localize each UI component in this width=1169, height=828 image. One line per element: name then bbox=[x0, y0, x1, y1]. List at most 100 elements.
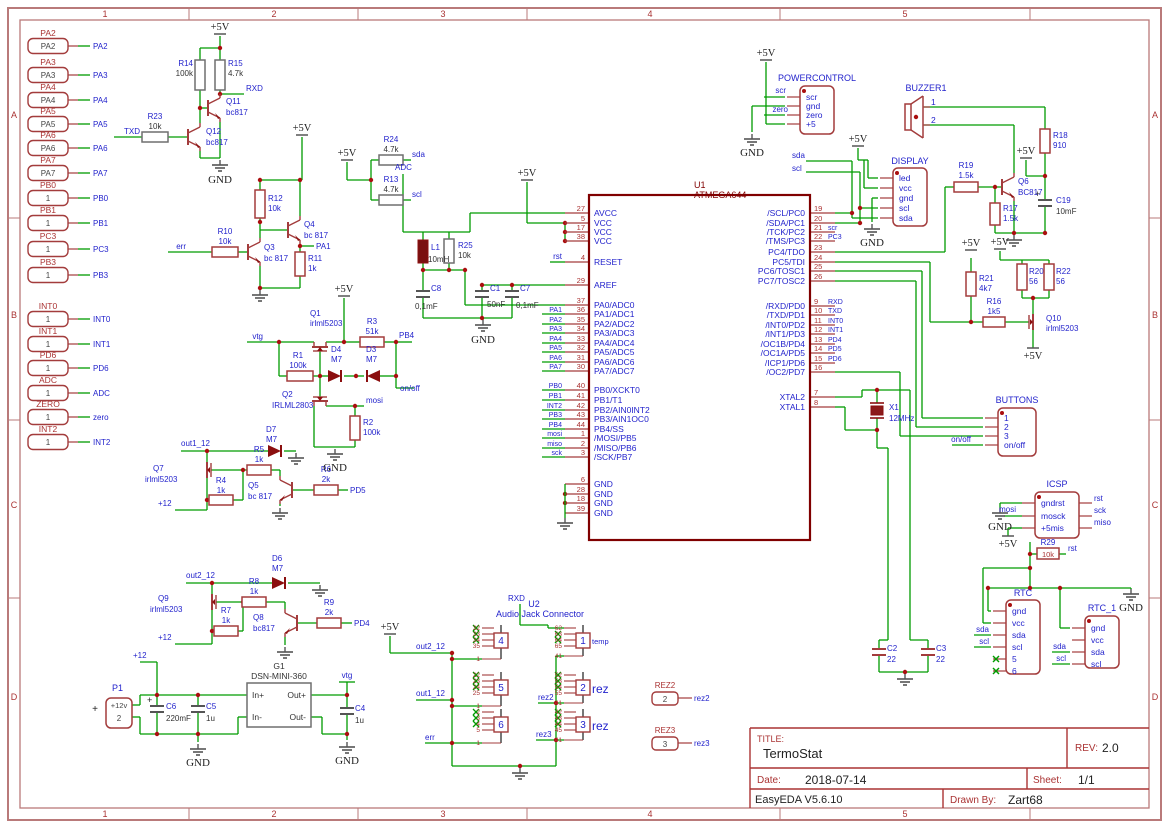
ref-Q10[interactable]: Q10 bbox=[1046, 314, 1062, 323]
resistor-R25[interactable] bbox=[443, 238, 455, 264]
mcu-pin-num[interactable]: 40 bbox=[577, 381, 585, 390]
connector-display[interactable] bbox=[892, 167, 928, 227]
net-label[interactable]: INT0 bbox=[828, 318, 843, 325]
plus5v-flag[interactable]: +5V bbox=[293, 123, 312, 134]
mcu-pin-num[interactable]: 6 bbox=[581, 475, 585, 484]
mcu-pin-name[interactable]: PA1/ADC1 bbox=[594, 309, 635, 319]
port-name[interactable]: PB0 bbox=[40, 180, 56, 190]
port-pin[interactable]: PA7 bbox=[41, 169, 56, 178]
mcu-ref[interactable]: U1 bbox=[694, 180, 706, 190]
net-label[interactable]: PD6 bbox=[828, 356, 842, 363]
val-R5[interactable]: 1k bbox=[255, 455, 264, 464]
plus5v-flag[interactable]: +5V bbox=[211, 22, 230, 33]
jack-tag[interactable]: rez bbox=[592, 719, 609, 733]
jack-pin[interactable]: 23 bbox=[473, 678, 481, 685]
net-label[interactable]: rez3 bbox=[536, 730, 552, 739]
connector-title-p1[interactable]: P1 bbox=[112, 683, 123, 693]
net-label[interactable]: vtg bbox=[342, 671, 353, 680]
net-label[interactable]: +12 bbox=[133, 651, 147, 660]
resistor-R18[interactable] bbox=[1039, 128, 1051, 154]
module-G1[interactable] bbox=[246, 682, 312, 728]
mcu-pin-name[interactable]: /OC1B/PD4 bbox=[761, 339, 806, 349]
plus5v-flag[interactable]: +5V bbox=[338, 148, 357, 159]
mcu-pin-name[interactable]: /SDA/PC1 bbox=[766, 218, 805, 228]
connector-title-powercontrol[interactable]: POWERCONTROL bbox=[778, 73, 856, 83]
connector-pin[interactable]: scl bbox=[899, 203, 910, 213]
resistor-R20[interactable] bbox=[1016, 263, 1028, 291]
ref-R5[interactable]: R5 bbox=[254, 445, 265, 454]
port-pin[interactable]: PA5 bbox=[41, 120, 56, 129]
port-name[interactable]: INT2 bbox=[39, 424, 58, 434]
polarity-plus[interactable]: + bbox=[1035, 189, 1040, 199]
val-R21[interactable]: 4k7 bbox=[979, 284, 992, 293]
port-name[interactable]: PA3 bbox=[40, 57, 56, 67]
connector-pin[interactable]: mosck bbox=[1041, 511, 1066, 521]
plus5v-flag[interactable]: +5V bbox=[849, 134, 868, 145]
port-PA3[interactable] bbox=[27, 66, 69, 84]
port-PA5[interactable] bbox=[27, 115, 69, 133]
jack-number[interactable]: 2 bbox=[580, 683, 586, 694]
val-Q2[interactable]: IRLML2803 bbox=[272, 401, 314, 410]
net-label[interactable]: PD4 bbox=[354, 619, 370, 628]
ref-D4[interactable]: D4 bbox=[331, 345, 342, 354]
mcu-pin-num[interactable]: 24 bbox=[814, 253, 822, 262]
ref-C19[interactable]: C19 bbox=[1056, 196, 1071, 205]
resistor-R21[interactable] bbox=[965, 271, 977, 297]
mcu-pin-name[interactable]: GND bbox=[594, 508, 613, 518]
port-pin[interactable]: 1 bbox=[46, 315, 51, 324]
jack-common[interactable]: 1 bbox=[476, 656, 480, 663]
port-name[interactable]: INT1 bbox=[39, 326, 58, 336]
val-R29[interactable]: 10k bbox=[1042, 550, 1054, 559]
port-pin[interactable]: 1 bbox=[46, 219, 51, 228]
resistor-R7[interactable] bbox=[213, 625, 239, 637]
jack-common[interactable]: 41 bbox=[555, 700, 563, 707]
mcu-pin-num[interactable]: 16 bbox=[814, 363, 822, 372]
connector-title-buttons[interactable]: BUTTONS bbox=[996, 395, 1039, 405]
resistor-R3[interactable] bbox=[359, 336, 385, 348]
port-pin[interactable]: PA2 bbox=[41, 42, 56, 51]
net-label[interactable]: vtg bbox=[252, 332, 263, 341]
resistor-R15[interactable] bbox=[214, 59, 226, 91]
ref-R7[interactable]: R7 bbox=[221, 606, 232, 615]
port-REZ2[interactable] bbox=[651, 691, 679, 706]
port-pin[interactable]: 1 bbox=[46, 271, 51, 280]
connector-pin[interactable]: +5mis bbox=[1041, 523, 1064, 533]
labels-layer[interactable]: +5V+5V+5V+5V+5V+5V+5V+5V+5V+5V+5V+5V+5VG… bbox=[93, 22, 1143, 769]
val-R25[interactable]: 10k bbox=[458, 251, 472, 260]
ref-R16[interactable]: R16 bbox=[987, 297, 1002, 306]
val-D3[interactable]: M7 bbox=[366, 355, 378, 364]
ref-R17[interactable]: R17 bbox=[1003, 204, 1018, 213]
plus5v-flag[interactable]: +5V bbox=[1017, 146, 1036, 157]
resistor-R6[interactable] bbox=[313, 484, 339, 496]
mcu-pin-num[interactable]: 2 bbox=[581, 439, 585, 448]
net-label[interactable]: err bbox=[176, 242, 186, 251]
gnd-flag[interactable]: GND bbox=[988, 521, 1012, 533]
port-pin[interactable]: 1 bbox=[46, 389, 51, 398]
val-R20[interactable]: 56 bbox=[1029, 277, 1038, 286]
plus5v-flag[interactable]: +5V bbox=[335, 284, 354, 295]
resistor-R9[interactable] bbox=[316, 617, 342, 629]
bjt-Q5[interactable] bbox=[280, 495, 285, 501]
ref-C3[interactable]: C3 bbox=[936, 644, 947, 653]
jack-pin[interactable]: 3 bbox=[476, 715, 480, 722]
port-name[interactable]: PC3 bbox=[40, 231, 57, 241]
connector-pin[interactable]: sda bbox=[1091, 647, 1105, 657]
ref-C6[interactable]: C6 bbox=[166, 702, 177, 711]
net-label[interactable]: INT1 bbox=[93, 340, 111, 349]
connector-pin[interactable]: vcc bbox=[1091, 635, 1105, 645]
port-name[interactable]: PA5 bbox=[40, 106, 56, 116]
port-pin[interactable]: 1 bbox=[46, 438, 51, 447]
mcu-pin-name[interactable]: PA5/ADC5 bbox=[594, 347, 635, 357]
jack-pin[interactable]: 55 bbox=[555, 690, 563, 697]
connector-icsp[interactable] bbox=[1034, 491, 1080, 539]
resistor-R17[interactable] bbox=[989, 202, 1001, 226]
jack-pin[interactable]: 64 bbox=[555, 637, 563, 644]
mcu-pin-name[interactable]: /INT1/PD3 bbox=[765, 329, 805, 339]
net-label[interactable]: scl bbox=[979, 637, 989, 646]
val-Q3[interactable]: bc 817 bbox=[264, 254, 289, 263]
ref-C5[interactable]: C5 bbox=[206, 702, 217, 711]
val-R12[interactable]: 10k bbox=[268, 204, 282, 213]
val-R9[interactable]: 2k bbox=[325, 608, 334, 617]
mcu-pin-num[interactable]: 1 bbox=[581, 429, 585, 438]
port-pin[interactable]: 1 bbox=[46, 364, 51, 373]
